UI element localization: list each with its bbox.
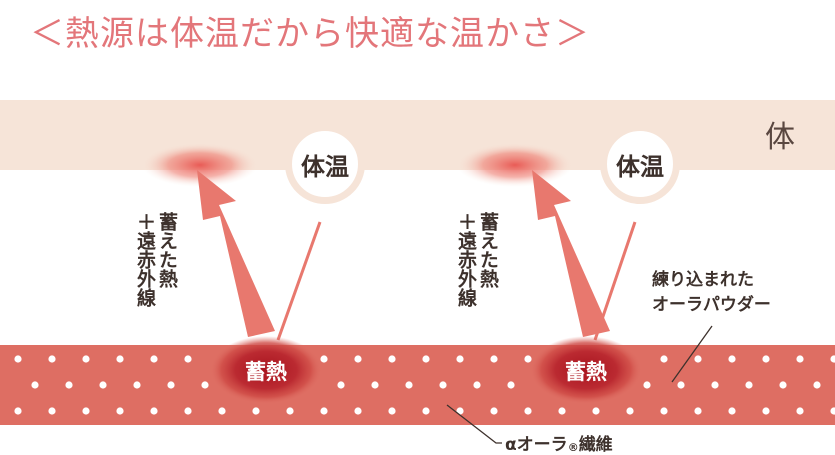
- stored-heat-label-1: 蓄熱: [245, 360, 287, 384]
- fabric-dot: [82, 355, 90, 363]
- powder-leader-line: [671, 325, 713, 383]
- fabric-dot: [82, 407, 90, 415]
- fabric-dot: [779, 381, 787, 389]
- fabric-band: [0, 345, 835, 425]
- fabric-dot: [524, 407, 532, 415]
- fabric-dot: [456, 407, 464, 415]
- fabric-dot: [643, 381, 651, 389]
- fabric-dot: [99, 381, 107, 389]
- fabric-dot: [524, 355, 532, 363]
- fabric-dot: [286, 407, 294, 415]
- stored-heat-label-2: 蓄熱: [565, 360, 607, 384]
- fabric-dot: [150, 407, 158, 415]
- fabric-dot: [796, 407, 804, 415]
- fabric-dot: [694, 355, 702, 363]
- fabric-dot: [388, 407, 396, 415]
- body-temp-label: 体温: [616, 152, 664, 181]
- fabric-dot: [150, 355, 158, 363]
- powder-callout: 練り込まれた オーラパウダー: [652, 270, 771, 315]
- fabric-dot: [830, 407, 835, 415]
- fabric-dot: [507, 381, 515, 389]
- fabric-dot: [796, 355, 804, 363]
- fabric-dot: [388, 355, 396, 363]
- fiber-suffix: 繊維: [578, 435, 613, 455]
- fabric-dot: [337, 381, 345, 389]
- fabric-dot: [728, 355, 736, 363]
- arrow-caption-1: 蓄えた熱 ＋遠赤外線: [134, 212, 178, 307]
- heat-arrow-1: [197, 170, 275, 337]
- fabric-dot: [422, 407, 430, 415]
- temp-line-1: [276, 221, 322, 341]
- fabric-dot: [660, 407, 668, 415]
- fabric-dot: [694, 407, 702, 415]
- fabric-dot: [354, 355, 362, 363]
- fabric-dot: [48, 407, 56, 415]
- fabric-dot: [31, 381, 39, 389]
- body-label: 体: [765, 120, 795, 155]
- registered-mark: ®: [567, 441, 579, 454]
- fabric-dot: [711, 381, 719, 389]
- body-band: [0, 100, 835, 170]
- fabric-dot: [252, 407, 260, 415]
- fabric-dot: [354, 407, 362, 415]
- temp-line-2: [593, 221, 637, 341]
- fabric-dot: [490, 355, 498, 363]
- fabric-dot: [592, 407, 600, 415]
- fabric-dot: [167, 381, 175, 389]
- diagram-title: ＜熱源は体温だから快適な温かさ＞: [30, 14, 590, 54]
- heat-spot-1: [210, 336, 322, 404]
- fabric-dot: [830, 355, 835, 363]
- fabric-dot: [133, 381, 141, 389]
- fabric-dot: [320, 355, 328, 363]
- fabric-dot: [14, 407, 22, 415]
- body-temp-label: 体温: [301, 152, 349, 181]
- fabric-dot: [660, 355, 668, 363]
- fiber-name: αオーラ: [505, 435, 568, 455]
- fabric-dot: [490, 407, 498, 415]
- fabric-dot: [762, 355, 770, 363]
- fabric-dot: [218, 407, 226, 415]
- fabric-dot: [677, 381, 685, 389]
- fabric-dot: [320, 407, 328, 415]
- fiber-leader-line: [446, 404, 502, 444]
- fabric-dot: [201, 381, 209, 389]
- fabric-dot: [813, 381, 821, 389]
- fabric-dot: [48, 355, 56, 363]
- fabric-dot: [473, 381, 481, 389]
- fabric-particles: [14, 355, 835, 415]
- fabric-dot: [184, 355, 192, 363]
- warm-spot-1: [142, 143, 258, 187]
- fabric-dot: [626, 407, 634, 415]
- fabric-dot: [422, 355, 430, 363]
- arrow-caption-2: 蓄えた熱 ＋遠赤外線: [455, 212, 499, 307]
- fabric-dot: [116, 355, 124, 363]
- fabric-dot: [116, 407, 124, 415]
- fabric-dot: [762, 407, 770, 415]
- heat-spot-2: [530, 336, 642, 404]
- fabric-dot: [439, 381, 447, 389]
- fabric-dot: [745, 381, 753, 389]
- fabric-dot: [14, 355, 22, 363]
- body-temp-bubble-1: 体温: [285, 124, 365, 204]
- fabric-dot: [558, 407, 566, 415]
- fabric-dot: [456, 355, 464, 363]
- fabric-dot: [65, 381, 73, 389]
- fabric-dot: [728, 407, 736, 415]
- fabric-dot: [371, 381, 379, 389]
- heat-arrow-2: [532, 170, 610, 337]
- fabric-dot: [405, 381, 413, 389]
- fabric-dot: [184, 407, 192, 415]
- fiber-callout: αオーラ®繊維: [505, 430, 613, 455]
- body-temp-bubble-2: 体温: [600, 124, 680, 204]
- warm-spot-2: [457, 143, 573, 187]
